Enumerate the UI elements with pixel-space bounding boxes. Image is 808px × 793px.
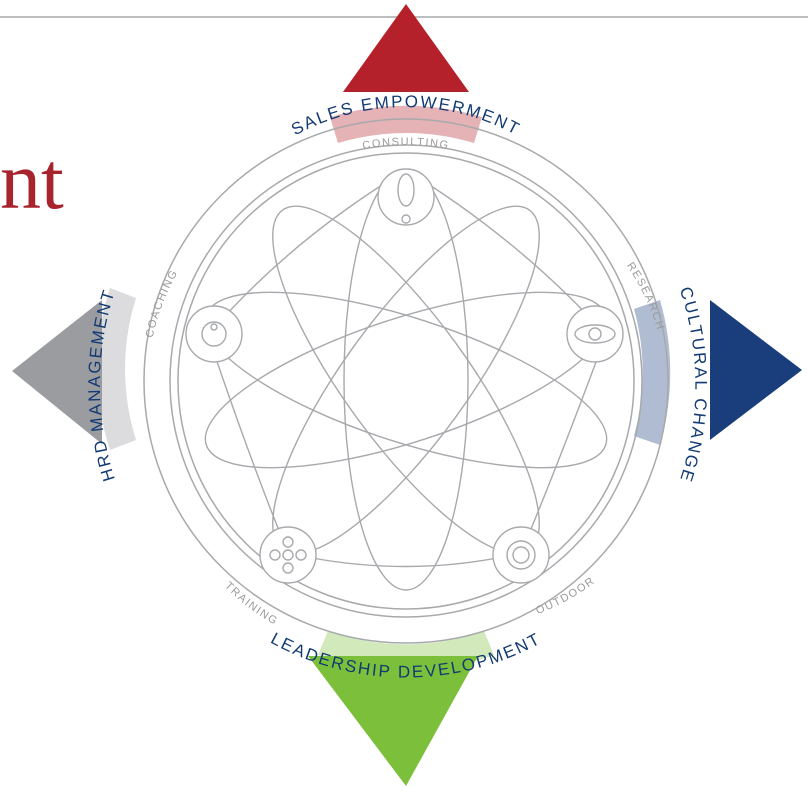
- label-cultural-change: CULTURAL CHANGE: [676, 285, 711, 486]
- highlight-band-bottom: [318, 631, 494, 671]
- node-left-smile-icon: [185, 305, 243, 363]
- inner-ring: [177, 152, 635, 610]
- page-title-fragment: nt: [0, 135, 64, 226]
- pentagram-ellipses: [204, 169, 608, 591]
- node-lower-left-dots-icon: [259, 526, 317, 584]
- arrow-top-triangle: [343, 4, 469, 92]
- node-lower-right-target-icon: [492, 526, 550, 584]
- middle-ring: [169, 144, 643, 618]
- arrow-bottom-triangle: [308, 656, 478, 786]
- outer-ring: [143, 118, 669, 644]
- label-coaching: COACHING: [144, 267, 181, 338]
- highlight-band-left: [97, 288, 136, 450]
- highlight-band-top: [330, 105, 482, 143]
- arrow-left-triangle: [12, 300, 102, 444]
- arrow-right-triangle: [710, 300, 802, 440]
- node-top-exclamation-icon: [377, 168, 435, 226]
- label-consulting: CONSULTING: [362, 136, 451, 152]
- label-training: TRAINING: [222, 580, 280, 628]
- label-outdoor: OUTDOOR: [534, 575, 597, 617]
- highlight-band-right: [634, 300, 671, 445]
- pentagon-curves: [207, 169, 607, 568]
- node-right-eye-icon: [566, 305, 624, 363]
